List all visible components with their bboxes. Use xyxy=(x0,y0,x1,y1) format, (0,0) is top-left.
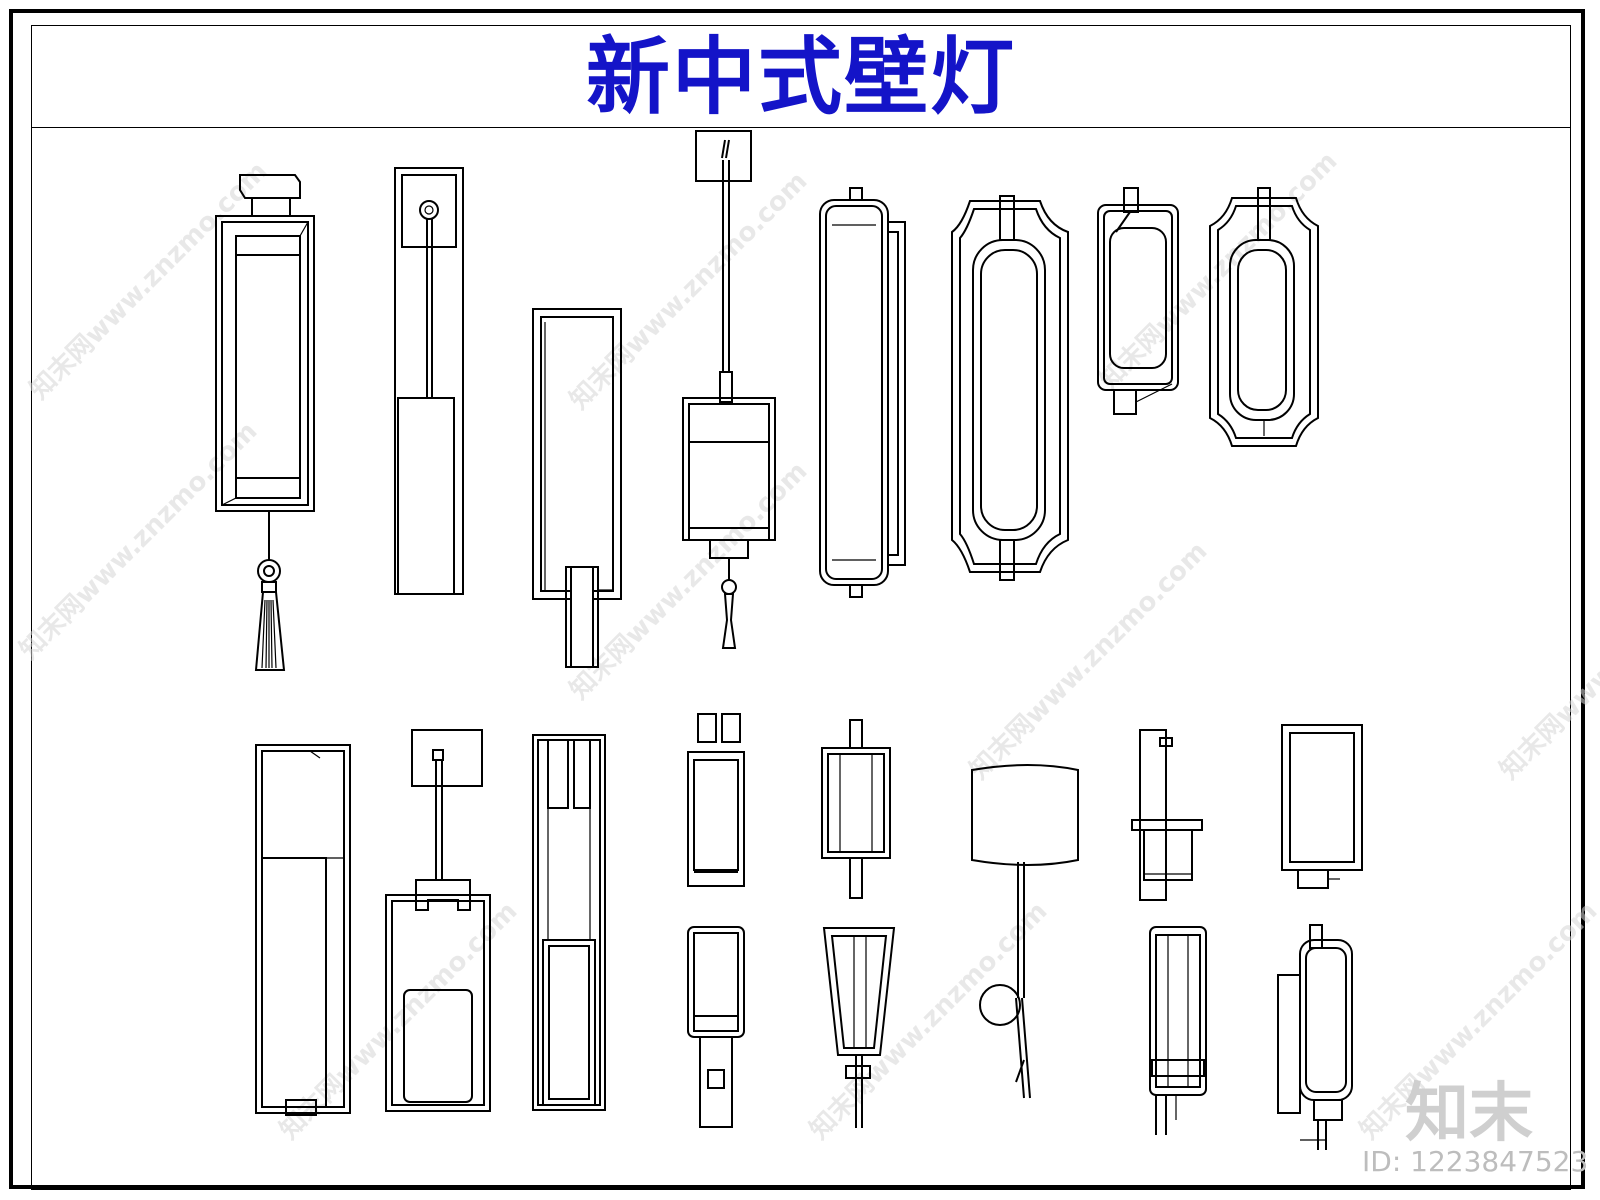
lamp-small-box xyxy=(1281,724,1363,889)
lamp-drum-shade-stem xyxy=(971,764,1079,1099)
lamp-small-frame-capsule xyxy=(1097,187,1179,415)
lamp-small-scalloped-capsule xyxy=(1209,187,1319,447)
outer-frame xyxy=(9,9,1585,1189)
lamp-scalloped-capsule xyxy=(951,195,1069,581)
page-title: 新中式壁灯 xyxy=(585,28,1016,126)
lamp-long-capsule xyxy=(819,187,906,598)
lamp-tall-box xyxy=(255,744,351,1116)
lamp-side-tube xyxy=(1277,924,1353,1150)
lamp-small-block xyxy=(687,713,745,887)
brand-logo: 知末 xyxy=(1405,1077,1533,1151)
lamp-double-panel xyxy=(532,734,606,1111)
lamp-tassel-frame xyxy=(215,174,315,671)
lamp-cylinder-rod xyxy=(821,719,891,899)
lamp-slab-pendant-rod xyxy=(394,167,464,595)
lamp-small-cup xyxy=(1131,729,1203,901)
inner-frame xyxy=(31,25,1571,1190)
lamp-panel-offset-block xyxy=(532,308,622,668)
lamp-small-tube xyxy=(687,926,745,1128)
image-id: ID: 1223847523 xyxy=(1362,1145,1589,1178)
lamp-tube-bracket xyxy=(1149,926,1207,1135)
lamp-rod-lantern xyxy=(385,729,491,1112)
title-divider xyxy=(31,127,1571,128)
lamp-hanging-lantern xyxy=(682,130,776,649)
lamp-cone-shade xyxy=(822,927,896,1128)
